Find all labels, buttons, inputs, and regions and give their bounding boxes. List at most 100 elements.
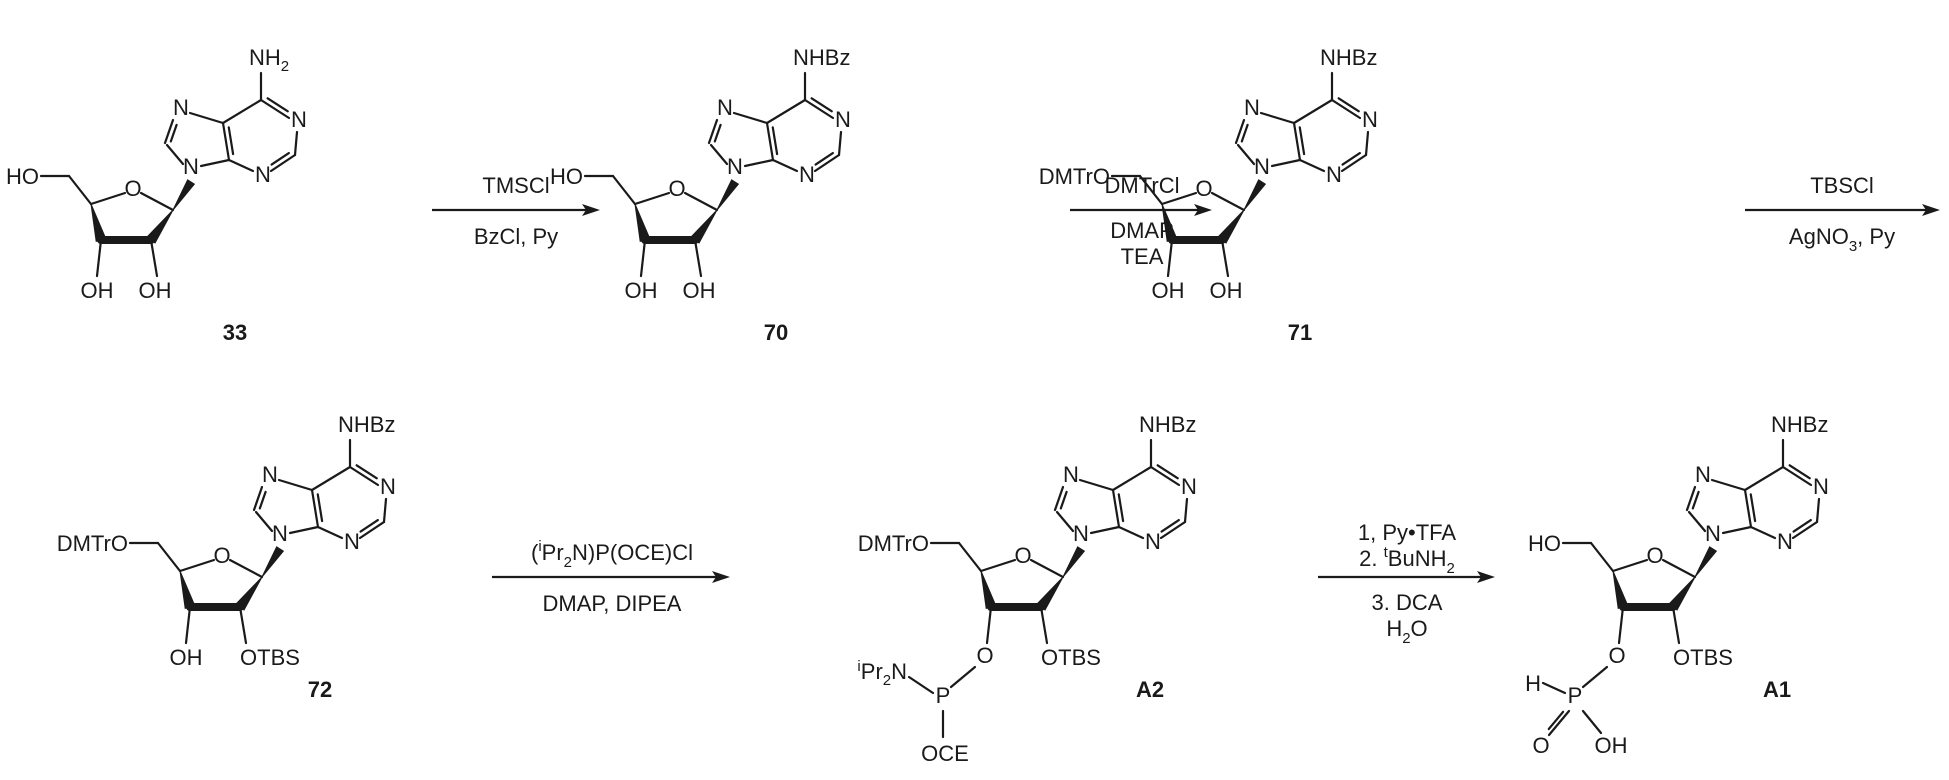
n9: N	[183, 154, 199, 179]
n7: N	[1063, 462, 1079, 487]
bond-n9-c8	[1057, 512, 1073, 531]
label-part: N	[891, 659, 907, 684]
n3: N	[1145, 529, 1161, 554]
label-part: 2	[1402, 630, 1410, 647]
molecule-m70: OHONNNNNHBzOHOH	[550, 45, 851, 303]
bond-n7-c5	[1261, 113, 1294, 123]
bond-c5-c6	[767, 100, 805, 123]
bond-n9-c8	[1238, 145, 1254, 164]
o3-hydroxyl: OH	[1152, 278, 1185, 303]
bond-c2-o2	[240, 607, 246, 643]
n6-substituent: NHBz	[793, 45, 850, 70]
bond-c1-o4	[685, 193, 717, 210]
label-part: HO	[550, 164, 583, 189]
n9: N	[727, 154, 743, 179]
bond-c6-n1-inner	[1339, 98, 1359, 111]
bond-c2-n3-inner	[1343, 153, 1360, 165]
bond-n1-c2	[1185, 499, 1187, 522]
bond-c6-n1-inner	[357, 465, 377, 478]
n6-substituent: NHBz	[338, 412, 395, 437]
cyanoethoxy: OCE	[921, 741, 969, 766]
reagent-above: DMTrCl	[1105, 173, 1180, 198]
n3: N	[255, 162, 271, 187]
bond-c2-n3-inner	[1162, 520, 1179, 532]
bond-c6-n1-inner	[812, 98, 832, 111]
n9: N	[1705, 521, 1721, 546]
wedge-c4-c3	[180, 571, 195, 608]
label-part: H	[1386, 616, 1402, 641]
bond-c5-c4-inner	[229, 127, 233, 154]
bond-c1-o4	[1212, 193, 1244, 210]
c5-substituent: DMTrO	[858, 531, 929, 556]
label-part: , Py	[1857, 224, 1895, 249]
n3: N	[1777, 529, 1793, 554]
bond-c5-c6	[1113, 467, 1151, 490]
bond-n3-c4	[318, 527, 342, 538]
bond-c2-o2	[1673, 607, 1679, 643]
reagent-above: 2. tBuNH2	[1359, 544, 1455, 577]
bond-n3-c4	[229, 160, 253, 171]
bond-c2-n3-inner	[361, 520, 378, 532]
bond-c3-o3	[641, 240, 645, 276]
bond-c8-n7-inner	[715, 125, 721, 142]
o2-substituent: OTBS	[1041, 645, 1101, 670]
label-part: Pr	[861, 659, 883, 684]
c5-substituent: HO	[1528, 531, 1561, 556]
compound-label: 71	[1288, 320, 1312, 345]
reagent-above: (iPr2N)P(OCE)Cl	[531, 538, 693, 571]
diisopropylamino: iPr2N	[857, 658, 907, 689]
n1: N	[1813, 474, 1829, 499]
n1: N	[1181, 474, 1197, 499]
bond-n7-c5	[1712, 480, 1745, 490]
bond-o4-c4	[1613, 560, 1647, 571]
molecule-mA1: OHONNNNNHBzOTBSOPHOOH	[1525, 412, 1829, 758]
o2-substituent: OH	[1210, 278, 1243, 303]
bond-c8-n7-inner	[1242, 125, 1248, 142]
ring-oxygen: O	[1014, 543, 1031, 568]
label-part: 2	[883, 672, 891, 689]
label-part: NHBz	[793, 45, 850, 70]
bond-c5-c6	[223, 100, 261, 123]
bond-c1-o4	[230, 560, 262, 577]
arrow-r1	[432, 204, 600, 216]
wedge-c1-c2	[1218, 210, 1244, 243]
wedge-c1-c2	[691, 210, 717, 243]
o3-hydroxyl: OH	[625, 278, 658, 303]
bond-c1-o4	[1663, 560, 1695, 577]
reagent-below: H2O	[1386, 616, 1427, 647]
bond-n9-c8	[1689, 512, 1705, 531]
o2-substituent: OTBS	[240, 645, 300, 670]
bond-c5-c4-inner	[1751, 494, 1755, 521]
glycosidic-bond	[262, 547, 283, 577]
compound-label: 72	[308, 677, 332, 702]
molecule-mA2: ODMTrONNNNNHBzOTBSOPiPr2NOCE	[857, 412, 1197, 766]
reagent-above: TMSCl	[482, 173, 549, 198]
bond-o3-p	[951, 667, 975, 687]
ring-oxygen: O	[1195, 176, 1212, 201]
arrow-r4	[492, 571, 730, 583]
o3-hydroxyl: OH	[170, 645, 203, 670]
n7: N	[1695, 462, 1711, 487]
bond-n7-c5	[279, 480, 312, 490]
bond-c4-c5	[959, 543, 981, 571]
wedge-c4-c3	[91, 204, 106, 241]
label-part: AgNO	[1789, 224, 1849, 249]
n1: N	[291, 107, 307, 132]
phosphorus: P	[1568, 683, 1583, 708]
bond-c5-c4-inner	[773, 127, 777, 154]
n7: N	[262, 462, 278, 487]
compound-label: 70	[764, 320, 788, 345]
arrow-r5	[1318, 571, 1495, 583]
bond-c3-o3	[1168, 240, 1172, 276]
bond-n1-c2	[1817, 499, 1819, 522]
bond-c5-c6	[312, 467, 350, 490]
label-part: NHBz	[1320, 45, 1377, 70]
o2-substituent: OH	[683, 278, 716, 303]
c5-substituent: HO	[6, 164, 39, 189]
label-part: N)P(OCE)Cl	[572, 540, 693, 565]
label-part: 2	[281, 58, 289, 75]
compound-label: 33	[223, 320, 247, 345]
bond-o4-c4	[635, 193, 669, 204]
bond-n7-c5	[1080, 480, 1113, 490]
